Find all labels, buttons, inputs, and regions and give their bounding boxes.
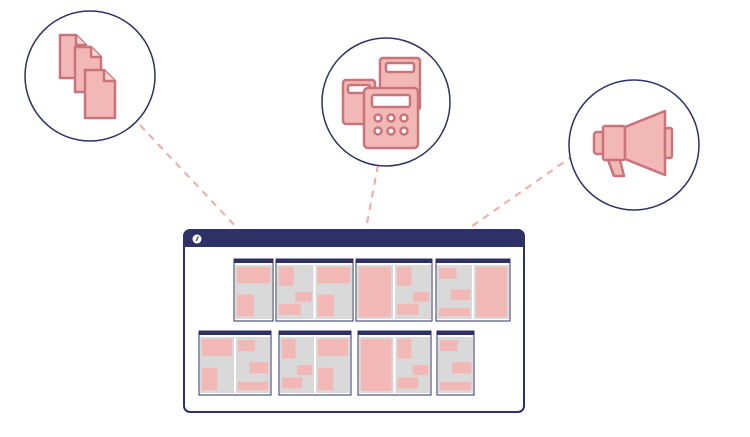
content-block <box>249 362 269 374</box>
page-spread <box>436 330 475 396</box>
content-block <box>279 267 294 286</box>
content-block <box>451 289 471 301</box>
page-spread <box>233 258 274 322</box>
page-header-bar <box>199 331 271 335</box>
content-block <box>282 377 303 389</box>
content-block <box>317 294 334 317</box>
page-spread <box>198 330 272 396</box>
content-block <box>202 367 218 391</box>
content-block <box>317 267 350 284</box>
page-spread <box>275 258 354 322</box>
content-block <box>237 294 254 317</box>
page-header-bar <box>234 259 273 263</box>
content-block <box>440 340 458 352</box>
content-block <box>440 381 471 391</box>
calculator-icon <box>341 56 422 150</box>
content-block <box>282 339 296 359</box>
content-block <box>237 267 270 284</box>
dashboard-window <box>183 229 525 413</box>
content-block <box>452 362 472 374</box>
connectors <box>139 124 575 230</box>
page-header-bar <box>276 259 353 263</box>
content-block <box>238 381 268 391</box>
content-block <box>412 365 429 376</box>
page-spread <box>357 330 432 396</box>
content-block <box>476 267 507 317</box>
content-block <box>397 267 412 286</box>
content-block <box>295 292 312 302</box>
content-block <box>318 367 334 391</box>
page-header-bar <box>358 331 431 335</box>
content-block <box>238 340 255 352</box>
content-block <box>359 267 391 317</box>
content-block <box>439 308 470 317</box>
content-block <box>202 339 232 356</box>
calculator-circle <box>321 37 451 167</box>
content-block <box>279 303 301 315</box>
connector-documents <box>139 124 239 230</box>
window-title-bar <box>184 230 524 247</box>
megaphone-icon <box>592 109 674 178</box>
page-header-bar <box>437 331 474 335</box>
connector-calculator <box>365 164 379 230</box>
content-block <box>361 339 392 391</box>
documents-circle <box>24 10 156 142</box>
documents-icon <box>58 33 117 120</box>
megaphone-circle <box>568 79 700 211</box>
content-block <box>413 292 430 302</box>
page-header-bar <box>356 259 432 263</box>
connector-megaphone <box>467 154 575 230</box>
page-spread <box>355 258 433 322</box>
page-spread <box>435 258 511 322</box>
content-block <box>397 303 419 315</box>
page-header-bar <box>436 259 510 263</box>
page-spread <box>278 330 352 396</box>
page-header-bar <box>279 331 351 335</box>
content-block <box>439 268 457 279</box>
content-block <box>297 365 313 376</box>
page-thumbnails <box>198 258 511 396</box>
content-block <box>397 377 419 389</box>
content-block <box>318 339 348 356</box>
logo-icon <box>192 234 202 244</box>
content-block <box>397 339 412 359</box>
